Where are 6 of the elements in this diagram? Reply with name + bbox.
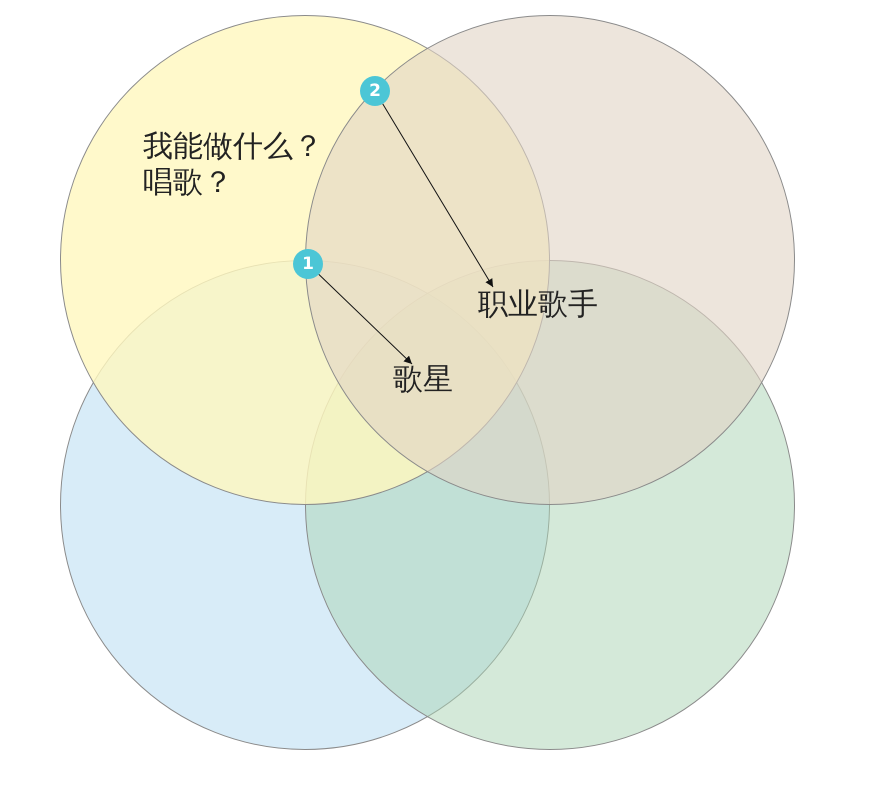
leader-arrow (318, 274, 412, 364)
question-text: 我能做什么？唱歌？ (143, 129, 324, 201)
venn-label: 职业歌手 (478, 287, 598, 323)
leader-arrow (382, 103, 494, 288)
callout-number: 1 (293, 249, 323, 279)
venn-label: 歌星 (393, 362, 453, 398)
